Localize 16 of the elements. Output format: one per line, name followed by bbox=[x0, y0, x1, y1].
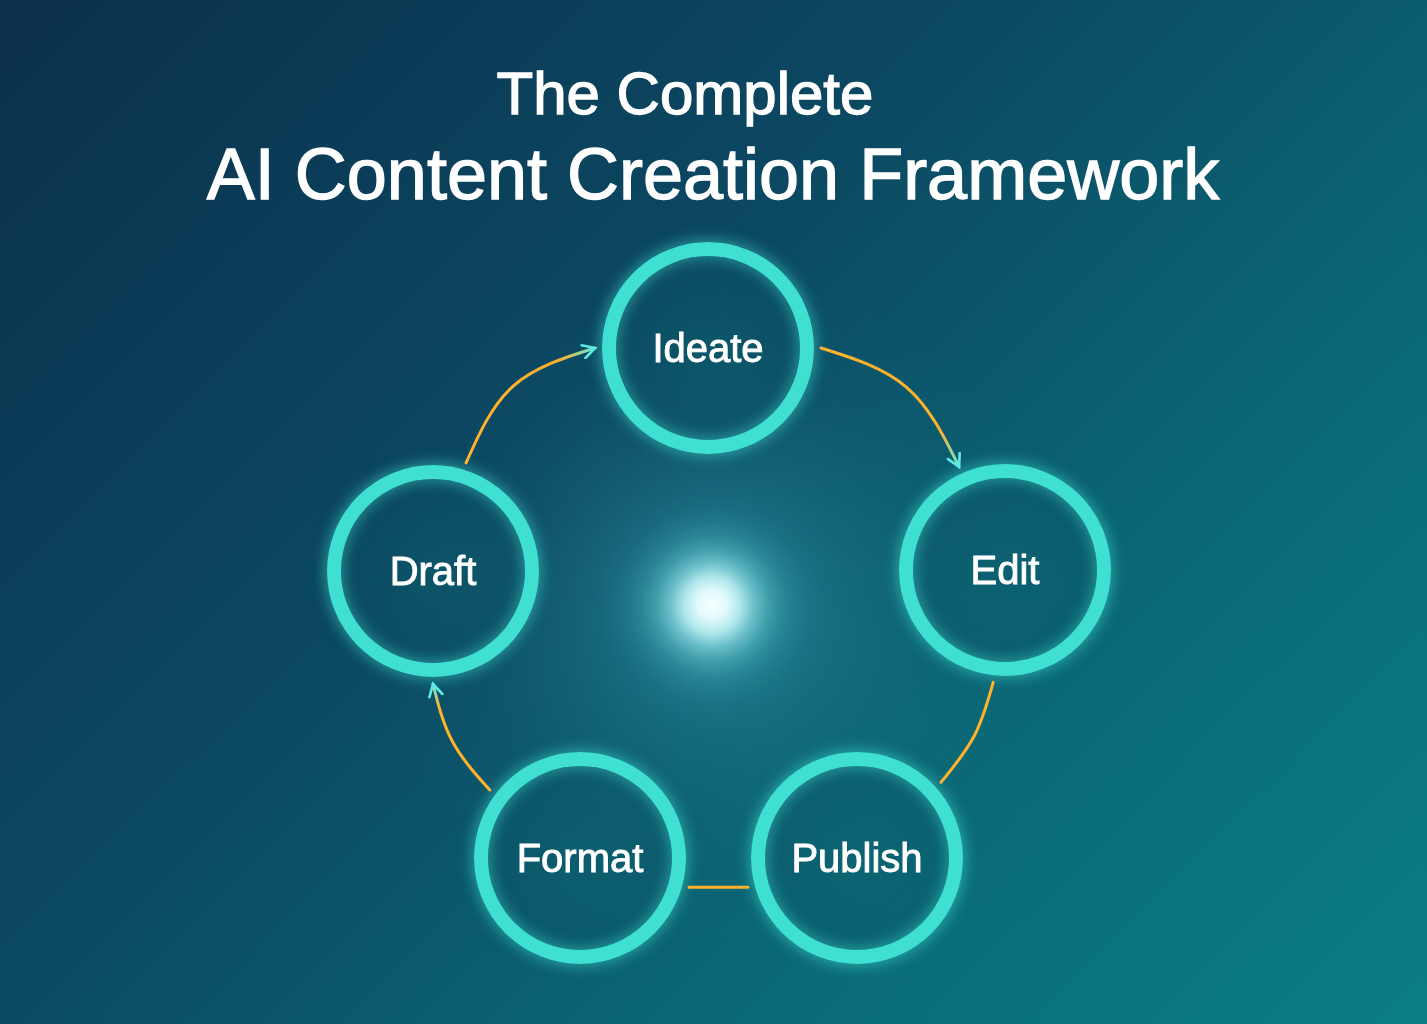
arrow bbox=[819, 346, 962, 469]
step-label: Edit bbox=[970, 547, 1040, 593]
circle-node bbox=[899, 464, 1111, 676]
step-label: Draft bbox=[389, 548, 477, 594]
step-label: Publish bbox=[791, 835, 923, 881]
arrow bbox=[464, 343, 597, 465]
connector-line bbox=[939, 680, 995, 784]
step-label: Ideate bbox=[652, 325, 764, 371]
step-label: Format bbox=[516, 835, 644, 881]
arrow bbox=[428, 682, 492, 792]
circle-node bbox=[602, 242, 814, 454]
connector-line bbox=[687, 885, 750, 889]
circle-node bbox=[474, 752, 686, 964]
circle-node bbox=[327, 465, 539, 677]
title: The Complete AI Content Creation Framework bbox=[206, 59, 1220, 216]
circle-node bbox=[751, 752, 963, 964]
